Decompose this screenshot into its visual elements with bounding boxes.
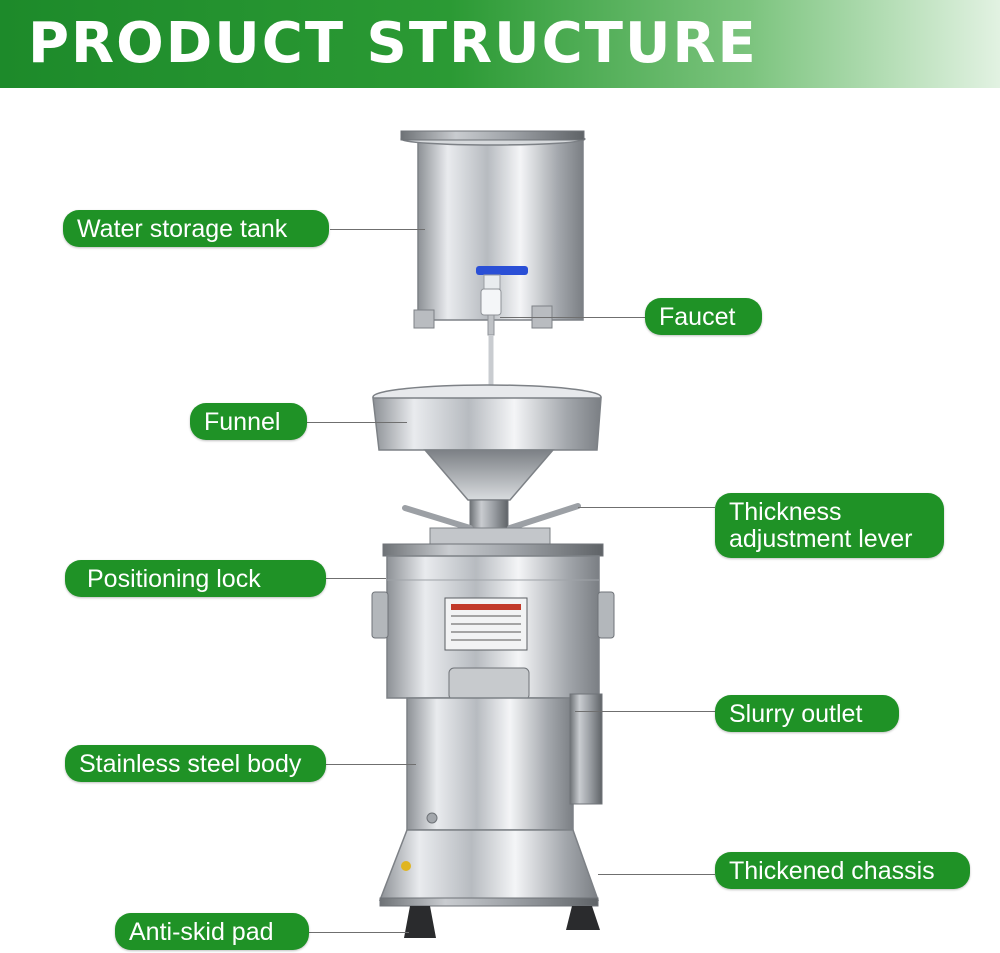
label-funnel: Funnel: [190, 403, 307, 440]
label-anti-skid-pad: Anti-skid pad: [115, 913, 309, 950]
label-water-storage-tank: Water storage tank: [63, 210, 329, 247]
thickened-chassis: [378, 829, 600, 907]
leader-anti-skid: [309, 932, 409, 933]
leader-body: [326, 764, 416, 765]
leader-thickness-lever: [578, 507, 715, 508]
label-text-line2: adjustment lever: [729, 524, 913, 553]
label-text: Stainless steel body: [79, 749, 302, 778]
label-faucet: Faucet: [645, 298, 762, 335]
label-text: Water storage tank: [77, 214, 288, 243]
leader-faucet: [500, 317, 645, 318]
positioning-lock: [371, 591, 615, 639]
leader-chassis: [598, 874, 715, 875]
thickness-adjustment-lever: [402, 503, 581, 531]
label-text: Positioning lock: [87, 564, 261, 593]
label-positioning-lock: Positioning lock: [65, 560, 326, 597]
anti-skid-pad: [404, 906, 600, 938]
leader-funnel: [307, 422, 407, 423]
label-text: Faucet: [659, 302, 736, 331]
label-text: Slurry outlet: [729, 699, 863, 728]
funnel: [372, 384, 602, 531]
label-slurry-outlet: Slurry outlet: [715, 695, 899, 732]
page-title: PRODUCT STRUCTURE: [28, 11, 758, 76]
label-text: Funnel: [204, 407, 281, 436]
label-thickened-chassis: Thickened chassis: [715, 852, 970, 889]
label-stainless-steel-body: Stainless steel body: [65, 745, 326, 782]
label-text: Anti-skid pad: [129, 917, 274, 946]
leader-slurry-outlet: [575, 711, 715, 712]
leader-water-tank: [330, 229, 425, 230]
stainless-steel-body: [406, 693, 603, 831]
leader-positioning-lock: [326, 578, 386, 579]
label-text-line1: Thickness: [729, 497, 842, 526]
label-text: Thickened chassis: [729, 856, 935, 885]
label-thickness-adjustment-lever: Thickness adjustment lever: [715, 493, 944, 558]
faucet: [476, 266, 528, 390]
header-banner: PRODUCT STRUCTURE: [0, 0, 1000, 88]
grinder-head: [382, 527, 604, 699]
